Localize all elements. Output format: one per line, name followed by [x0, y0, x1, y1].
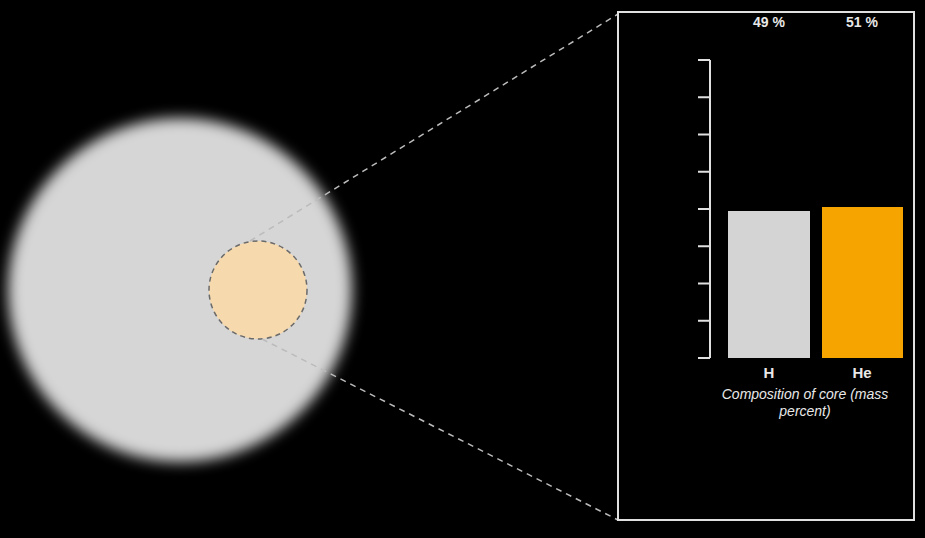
axis-tick [698, 208, 710, 210]
value-label: 51 % [822, 14, 902, 31]
axis-tick [698, 134, 710, 136]
axis-label: He [832, 364, 892, 382]
chart-axis [698, 60, 710, 358]
axis-tick [698, 171, 710, 173]
axis-tick [698, 96, 710, 98]
bar-helium [822, 207, 903, 358]
bar-hydrogen [728, 211, 810, 358]
axis-tick [698, 59, 710, 61]
leader-line [262, 339, 618, 520]
axis-tick [698, 320, 710, 322]
axis-tick [698, 245, 710, 247]
axis-tick [698, 357, 710, 359]
star-core [209, 241, 307, 339]
chart-caption: Composition of core (mass percent) [710, 386, 900, 420]
axis-label: H [739, 364, 799, 382]
axis-tick [698, 283, 710, 285]
star-envelope [8, 118, 352, 462]
leader-line [250, 14, 618, 241]
value-label: 49 % [729, 14, 809, 31]
inset-panel [618, 12, 914, 520]
